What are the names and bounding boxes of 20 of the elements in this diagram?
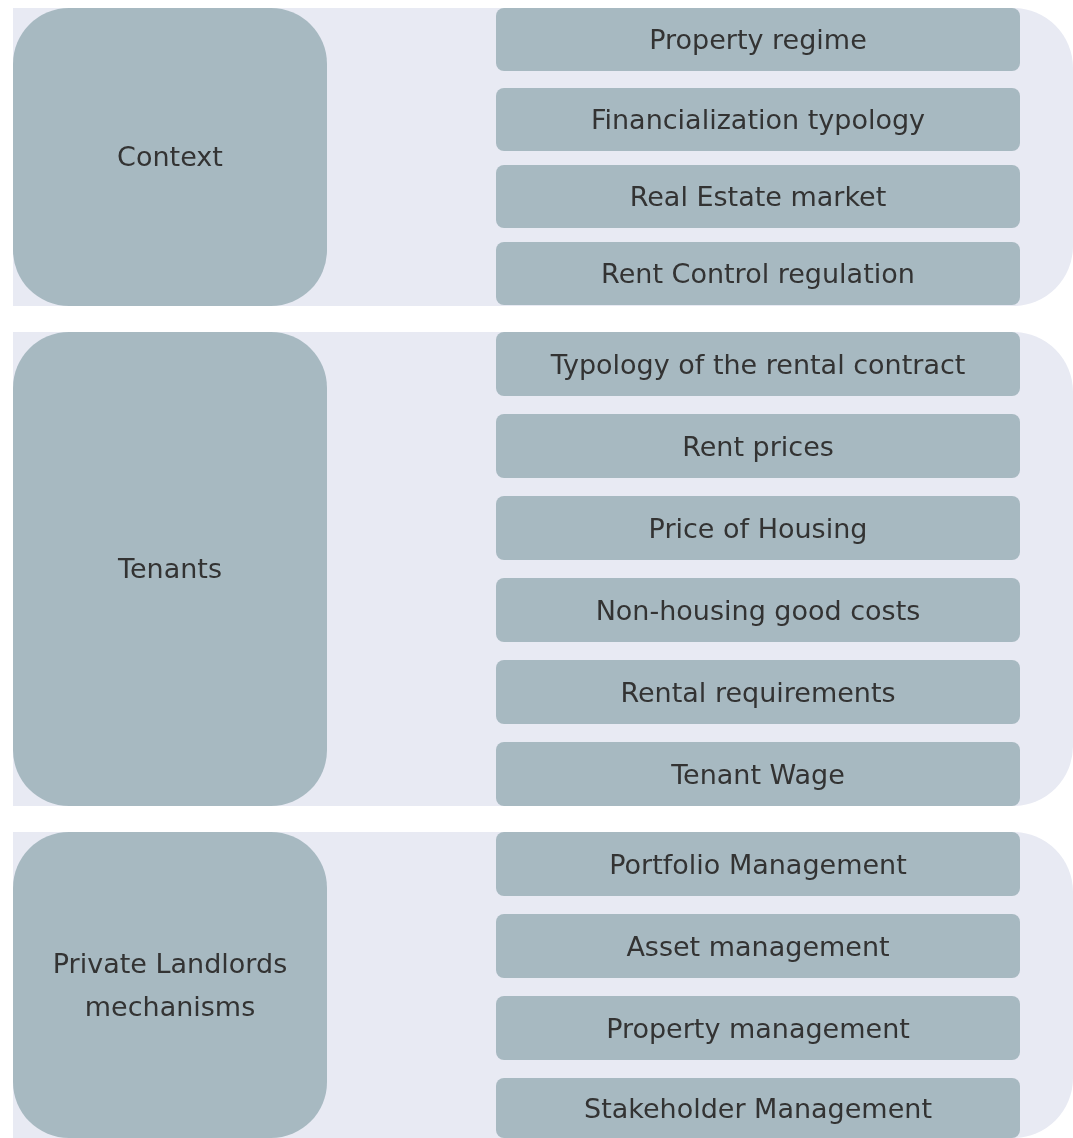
band-background (13, 8, 1073, 306)
factor-box: Rental requirements (496, 660, 1020, 724)
factor-box: Rent prices (496, 414, 1020, 478)
factor-box: Rent Control regulation (496, 242, 1020, 305)
factor-box: Price of Housing (496, 496, 1020, 560)
factor-box: Tenant Wage (496, 742, 1020, 806)
factor-box: Typology of the rental contract (496, 332, 1020, 396)
factor-box: Asset management (496, 914, 1020, 978)
category-box: Tenants (13, 332, 327, 806)
factor-box: Real Estate market (496, 165, 1020, 228)
factor-box: Financialization typology (496, 88, 1020, 151)
factor-box: Property regime (496, 8, 1020, 71)
band-background (13, 832, 1073, 1138)
factor-box: Stakeholder Management (496, 1078, 1020, 1138)
band-background (13, 332, 1073, 806)
factor-box: Non-housing good costs (496, 578, 1020, 642)
factor-box: Property management (496, 996, 1020, 1060)
category-box: Context (13, 8, 327, 306)
factor-box: Portfolio Management (496, 832, 1020, 896)
category-box: Private Landlords mechanisms (13, 832, 327, 1138)
